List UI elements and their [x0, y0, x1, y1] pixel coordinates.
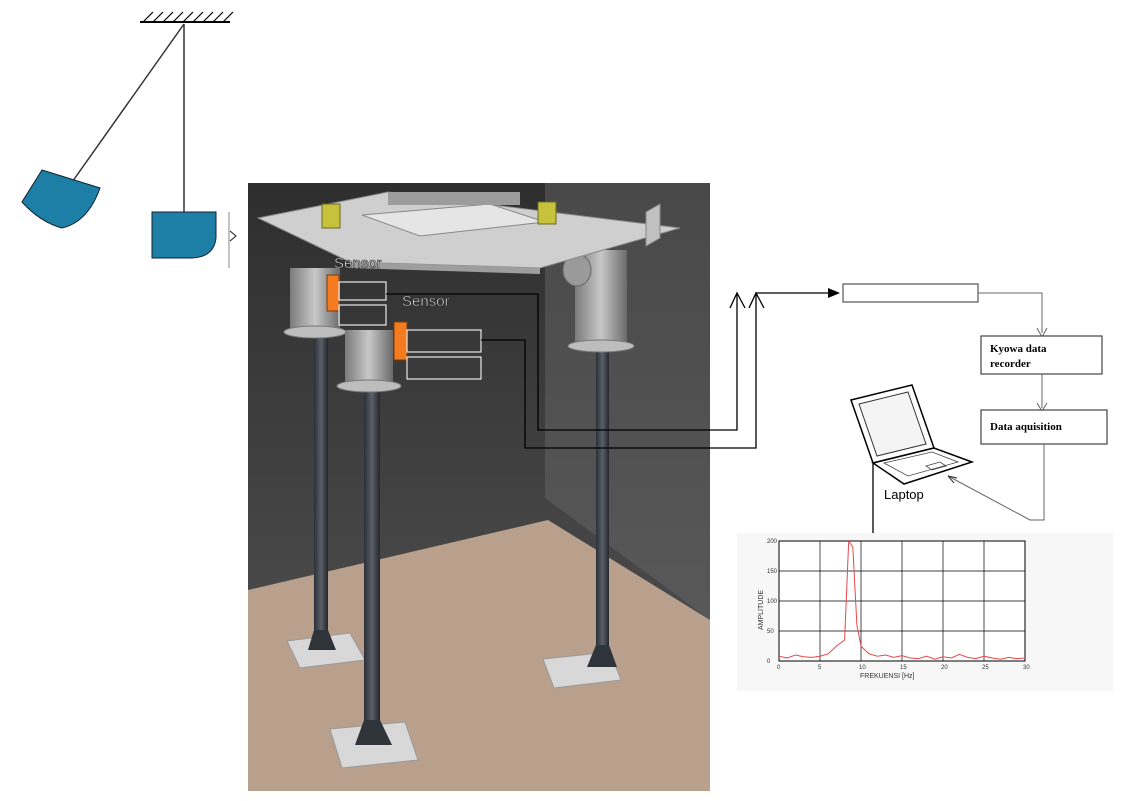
chart-y-ticks: 0 50 100 150 200 [767, 539, 778, 665]
amplifier-box [842, 283, 979, 303]
x-tick-label: 5 [818, 665, 822, 671]
line-daq-to-laptop [947, 444, 1045, 521]
laptop-label: Laptop [884, 487, 924, 502]
chart-grid [778, 540, 1026, 662]
leg-foot-left [308, 630, 336, 650]
x-tick-label: 25 [982, 665, 989, 671]
column-head-front [345, 330, 393, 385]
laptop-screen-inner [858, 391, 927, 457]
leg-left [314, 330, 328, 648]
x-tick-label: 30 [1023, 665, 1030, 671]
motion-arrow-icon [229, 230, 237, 242]
chart-y-label: AMPLITUDE [758, 590, 765, 630]
kyowa-recorder-label-2: recorder [990, 358, 1031, 370]
leg-foot-right [587, 645, 617, 667]
spectrum-chart: 0 5 10 15 20 25 30 0 50 100 150 200 FREKUENSI [Hz]… [737, 533, 1113, 691]
deck-panel-back [388, 192, 520, 205]
kyowa-recorder-label-1: Kyowa data [990, 343, 1047, 355]
clamp-right [537, 201, 557, 225]
connector-junction [729, 291, 746, 309]
kyowa-recorder-box [980, 335, 1103, 375]
ceiling-hatch [142, 11, 234, 23]
daq-box [980, 409, 1108, 445]
leg-front [364, 385, 380, 745]
pendulum-bob-swung [21, 169, 101, 229]
daq-label: Data aquisition [990, 421, 1062, 433]
deck-edge [350, 262, 540, 274]
cable-sensor-1 [386, 293, 738, 431]
y-tick-label: 0 [767, 659, 771, 665]
deck-flap-right [645, 203, 661, 247]
arrow-to-laptop-icon [947, 475, 958, 484]
laptop-touchpad [925, 461, 947, 471]
x-tick-label: 20 [941, 665, 948, 671]
sensor-1-body [326, 274, 340, 312]
y-tick-label: 150 [767, 569, 778, 575]
column-flange-left [283, 325, 347, 339]
spectrum-series-line [778, 539, 1026, 660]
laptop-base [871, 447, 975, 485]
signal-cables [386, 291, 832, 449]
x-tick-label: 10 [859, 665, 866, 671]
sensor-2-label: Sensor [402, 293, 450, 310]
leg-right [596, 345, 609, 665]
sensor-1-label: Sensor [334, 255, 382, 272]
column-flange-front [336, 379, 402, 393]
y-tick-label: 100 [767, 599, 778, 605]
line-amp-to-kyowa [978, 292, 1043, 333]
arrow-to-amp-icon [828, 288, 840, 298]
pendulum-rod-swung [69, 23, 185, 186]
leg-foot-front [355, 720, 392, 745]
y-tick-label: 50 [767, 629, 774, 635]
structure-scene: Sensor Sensor [248, 183, 710, 791]
sensor-1-bracket [338, 281, 387, 326]
sensor-2-bracket [406, 329, 482, 380]
x-tick-label: 0 [777, 665, 781, 671]
pendulum [21, 11, 237, 268]
y-tick-label: 200 [767, 539, 778, 545]
sensor-2-body [393, 321, 408, 361]
column-flange-right [567, 339, 635, 353]
laptop-keyboard [882, 451, 960, 477]
cable-sensor-2 [481, 293, 757, 449]
chart-x-label: FREKUENSI [Hz] [860, 673, 915, 680]
x-tick-label: 15 [900, 665, 907, 671]
clamp-left [321, 203, 341, 229]
laptop-icon [850, 384, 975, 485]
chart-x-ticks: 0 5 10 15 20 25 30 [777, 665, 1030, 671]
pendulum-bob-rest [151, 211, 217, 259]
